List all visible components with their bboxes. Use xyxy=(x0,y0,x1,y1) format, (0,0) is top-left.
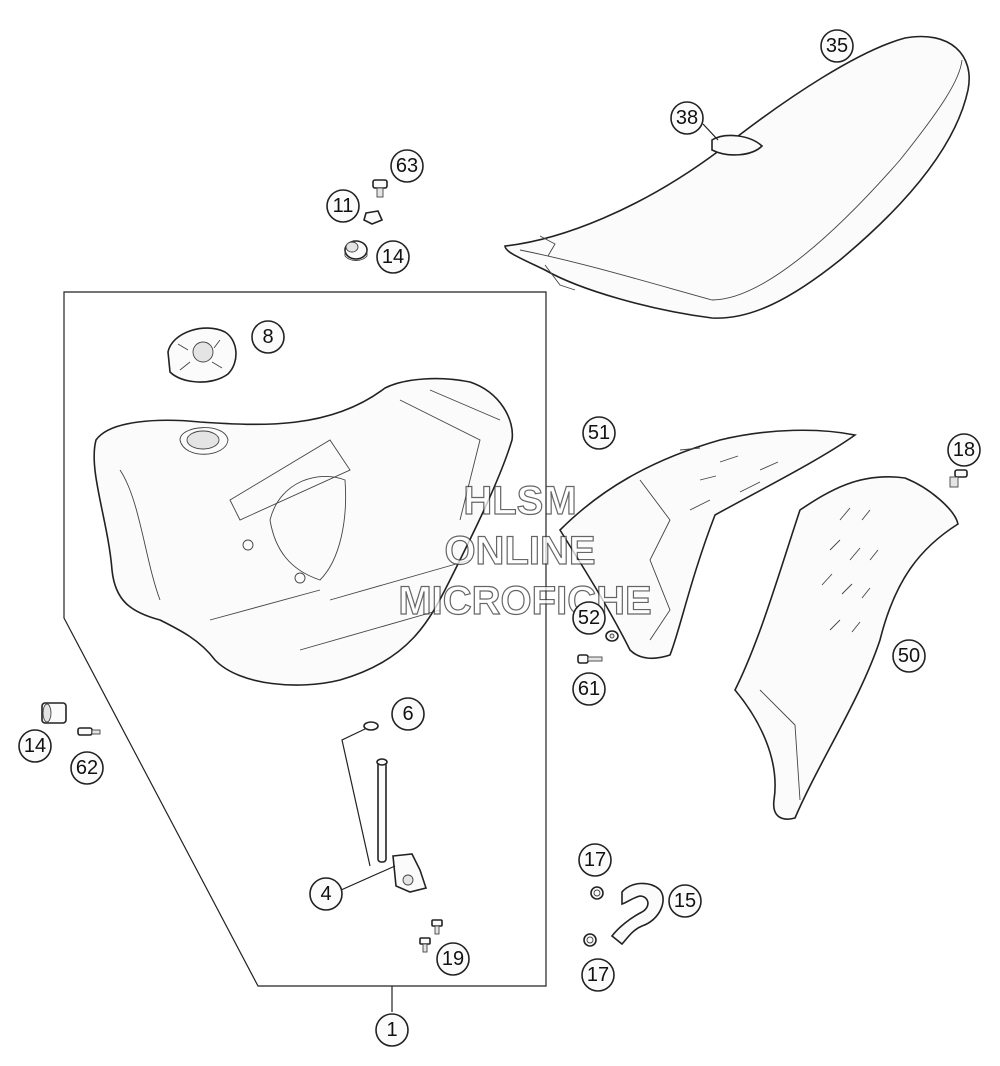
spacer-14-top[interactable] xyxy=(344,240,368,261)
callout-35[interactable]: 35 xyxy=(820,29,854,63)
callout-62[interactable]: 62 xyxy=(70,751,104,785)
fuel-cap[interactable] xyxy=(167,327,237,383)
callout-label: 14 xyxy=(24,735,46,757)
callout-label: 6 xyxy=(402,703,413,725)
o-ring-6[interactable] xyxy=(363,721,379,731)
seat[interactable] xyxy=(504,35,970,319)
callout-17-top[interactable]: 17 xyxy=(578,843,612,877)
callout-11[interactable]: 11 xyxy=(326,189,360,223)
leader-4 xyxy=(340,865,396,891)
callout-label: 8 xyxy=(262,326,273,348)
bolt-63[interactable] xyxy=(372,179,388,198)
callout-label: 61 xyxy=(578,678,600,700)
callout-label: 4 xyxy=(320,883,331,905)
fuel-tap[interactable] xyxy=(376,758,428,893)
callout-4[interactable]: 4 xyxy=(309,877,343,911)
callout-label: 51 xyxy=(588,422,610,444)
watermark-line-1: HLSM xyxy=(463,479,576,523)
callout-label: 50 xyxy=(898,645,920,667)
callout-52[interactable]: 52 xyxy=(572,601,606,635)
callout-label: 63 xyxy=(396,155,418,177)
washer-52[interactable] xyxy=(605,630,619,642)
callout-17-bottom[interactable]: 17 xyxy=(581,958,615,992)
callout-8[interactable]: 8 xyxy=(251,320,285,354)
callout-label: 35 xyxy=(826,35,848,57)
leader-6 xyxy=(341,728,371,867)
seat-strap[interactable] xyxy=(711,134,764,156)
screw-19b[interactable] xyxy=(419,937,431,953)
callout-label: 18 xyxy=(953,439,975,461)
fuel-tank[interactable] xyxy=(93,377,514,686)
callout-label: 1 xyxy=(386,1019,397,1041)
callout-label: 11 xyxy=(333,195,354,217)
clamp-17-top[interactable] xyxy=(590,886,604,900)
callout-label: 52 xyxy=(578,607,600,629)
callout-50[interactable]: 50 xyxy=(892,639,926,673)
shroud-51[interactable] xyxy=(558,429,857,660)
callout-label: 14 xyxy=(382,246,404,268)
callout-63[interactable]: 63 xyxy=(390,149,424,183)
watermark-line-3: MICROFICHE xyxy=(398,579,651,623)
watermark-line-2: ONLINE xyxy=(444,529,595,573)
callout-38[interactable]: 38 xyxy=(670,101,704,135)
callout-19[interactable]: 19 xyxy=(436,942,470,976)
spacer-14-left[interactable] xyxy=(41,702,67,724)
callout-51[interactable]: 51 xyxy=(582,416,616,450)
callout-label: 15 xyxy=(674,890,696,912)
screw-62[interactable] xyxy=(77,727,101,736)
callout-18[interactable]: 18 xyxy=(947,433,981,467)
callout-label: 19 xyxy=(442,948,464,970)
nut-11[interactable] xyxy=(363,210,384,225)
callout-label: 17 xyxy=(587,964,609,986)
hose-15[interactable] xyxy=(610,882,664,946)
callout-label: 17 xyxy=(584,849,606,871)
callout-6[interactable]: 6 xyxy=(391,697,425,731)
screw-61[interactable] xyxy=(577,654,603,664)
screw-19a[interactable] xyxy=(431,919,443,935)
watermark: HLSM ONLINE MICROFICHE xyxy=(398,478,653,623)
leader-38 xyxy=(702,123,719,141)
callout-61[interactable]: 61 xyxy=(572,672,606,706)
callout-1[interactable]: 1 xyxy=(375,1013,409,1047)
callout-15[interactable]: 15 xyxy=(668,884,702,918)
callout-14-top[interactable]: 14 xyxy=(376,240,410,274)
clamp-17-bottom[interactable] xyxy=(583,933,597,947)
screw-18[interactable] xyxy=(949,469,968,488)
callout-label: 38 xyxy=(676,107,698,129)
callout-label: 62 xyxy=(76,757,98,779)
callout-14-left[interactable]: 14 xyxy=(18,729,52,763)
shroud-50[interactable] xyxy=(734,476,959,820)
tank-assembly-bracket xyxy=(63,291,547,987)
